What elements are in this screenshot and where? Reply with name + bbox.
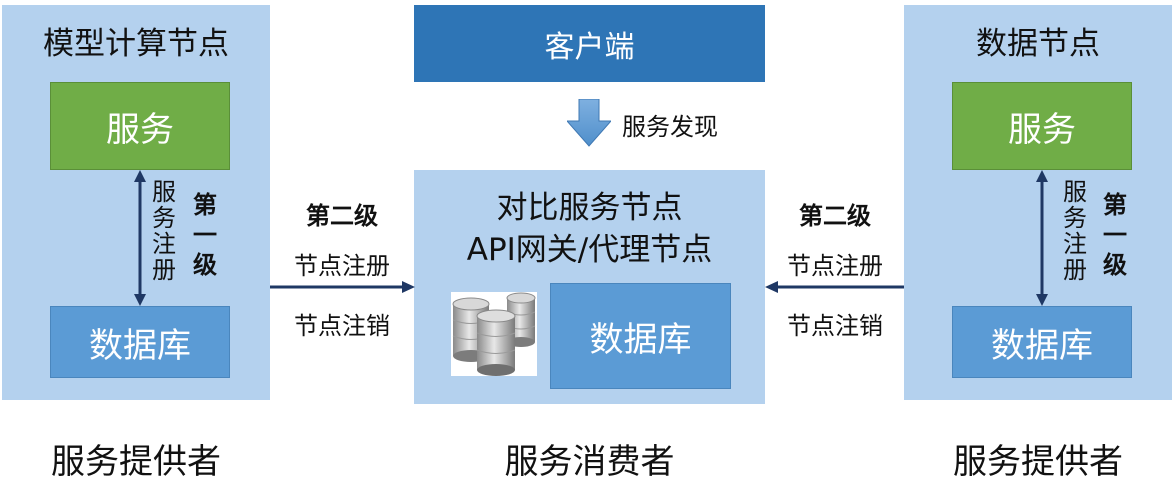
client-label: 客户端 bbox=[544, 29, 635, 65]
right-footer-provider: 服务提供者 bbox=[953, 442, 1123, 482]
center-footer-consumer: 服务消费者 bbox=[504, 442, 675, 482]
left-registration-arrow bbox=[134, 170, 146, 306]
database-cylinders-icon bbox=[451, 292, 537, 376]
center-title-line1: 对比服务节点 bbox=[496, 190, 683, 226]
right-link-register-label: 节点注册 bbox=[787, 252, 883, 280]
right-database-label: 数据库 bbox=[991, 325, 1093, 366]
right-service-box: 服务 bbox=[952, 82, 1132, 170]
left-link-deregister-label: 节点注销 bbox=[294, 312, 390, 340]
center-database-box: 数据库 bbox=[550, 283, 731, 389]
center-title-line2: API网关/代理节点 bbox=[466, 232, 713, 268]
model-compute-node-title: 模型计算节点 bbox=[43, 26, 229, 62]
left-link-level-label: 第二级 bbox=[306, 202, 378, 230]
data-node-title: 数据节点 bbox=[976, 26, 1100, 62]
left-registration-label: 服务注册 bbox=[152, 178, 176, 284]
service-discovery-label: 服务发现 bbox=[622, 113, 718, 141]
left-service-box: 服务 bbox=[50, 82, 230, 170]
service-discovery-arrow-icon bbox=[567, 99, 611, 147]
right-link-level-label: 第二级 bbox=[799, 202, 871, 230]
left-link-arrow bbox=[270, 281, 415, 293]
left-level-label: 第一级 bbox=[193, 191, 217, 279]
left-service-label: 服务 bbox=[106, 109, 174, 150]
right-link-deregister-label: 节点注销 bbox=[787, 312, 883, 340]
right-registration-label: 服务注册 bbox=[1063, 178, 1087, 284]
right-level-label: 第一级 bbox=[1103, 191, 1127, 279]
right-service-label: 服务 bbox=[1008, 109, 1076, 150]
right-link-arrow bbox=[765, 281, 905, 293]
left-link-register-label: 节点注册 bbox=[294, 252, 390, 280]
left-database-label: 数据库 bbox=[89, 325, 191, 366]
center-database-label: 数据库 bbox=[589, 319, 692, 360]
left-footer-provider: 服务提供者 bbox=[51, 442, 221, 482]
right-database-box: 数据库 bbox=[952, 306, 1132, 378]
left-database-box: 数据库 bbox=[50, 306, 230, 378]
right-registration-arrow bbox=[1036, 170, 1048, 306]
client-box: 客户端 bbox=[414, 5, 765, 82]
